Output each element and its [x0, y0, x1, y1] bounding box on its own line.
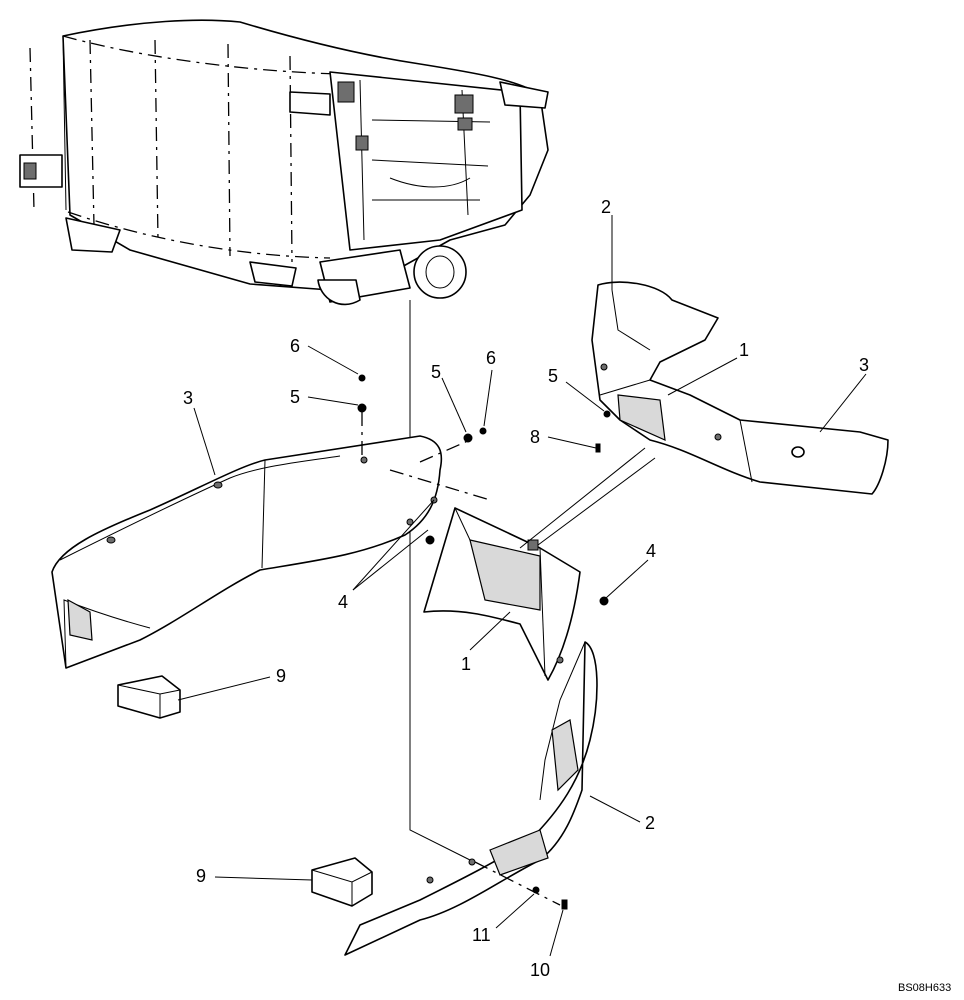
callout-6-left: 6 — [290, 336, 300, 356]
callout-5-right: 5 — [548, 366, 558, 386]
callout-5-mid: 5 — [431, 362, 441, 382]
callout-1-right: 1 — [739, 340, 749, 360]
callout-10: 10 — [530, 960, 550, 980]
callout-3-right: 3 — [859, 355, 869, 375]
callout-9-top: 9 — [276, 666, 286, 686]
callout-labels: 2 1 3 5 8 6 5 5 6 3 4 4 1 9 2 9 11 10 — [183, 197, 869, 980]
machine-cab-assembly — [19, 19, 549, 306]
callout-6-mid: 6 — [486, 348, 496, 368]
part-9-block-bottom — [311, 857, 373, 907]
callout-4-right: 4 — [646, 541, 656, 561]
part-9-block-top — [117, 675, 181, 719]
leader-lines — [177, 215, 867, 957]
drawing-code: BS08H633 — [898, 982, 951, 994]
part-2-bottom-panel — [344, 641, 598, 956]
fastener-axis-line — [419, 439, 471, 463]
fasteners — [357, 374, 611, 910]
fastener-axis-line — [474, 861, 561, 906]
callout-5-left: 5 — [290, 387, 300, 407]
part-1-center-bracket — [423, 507, 581, 681]
part-2-3-right-assembly — [591, 281, 889, 495]
guide-line — [537, 457, 656, 546]
callout-4-center: 4 — [338, 592, 348, 612]
fastener-axis-line — [389, 469, 491, 501]
callout-2-bottom: 2 — [645, 813, 655, 833]
callout-1-center: 1 — [461, 654, 471, 674]
callout-3-left: 3 — [183, 388, 193, 408]
guide-line — [519, 447, 646, 549]
callout-9-bottom: 9 — [196, 866, 206, 886]
callout-11: 11 — [472, 925, 491, 945]
part-3-left-panel — [51, 435, 443, 669]
callout-2-top: 2 — [601, 197, 611, 217]
callout-8: 8 — [530, 427, 540, 447]
